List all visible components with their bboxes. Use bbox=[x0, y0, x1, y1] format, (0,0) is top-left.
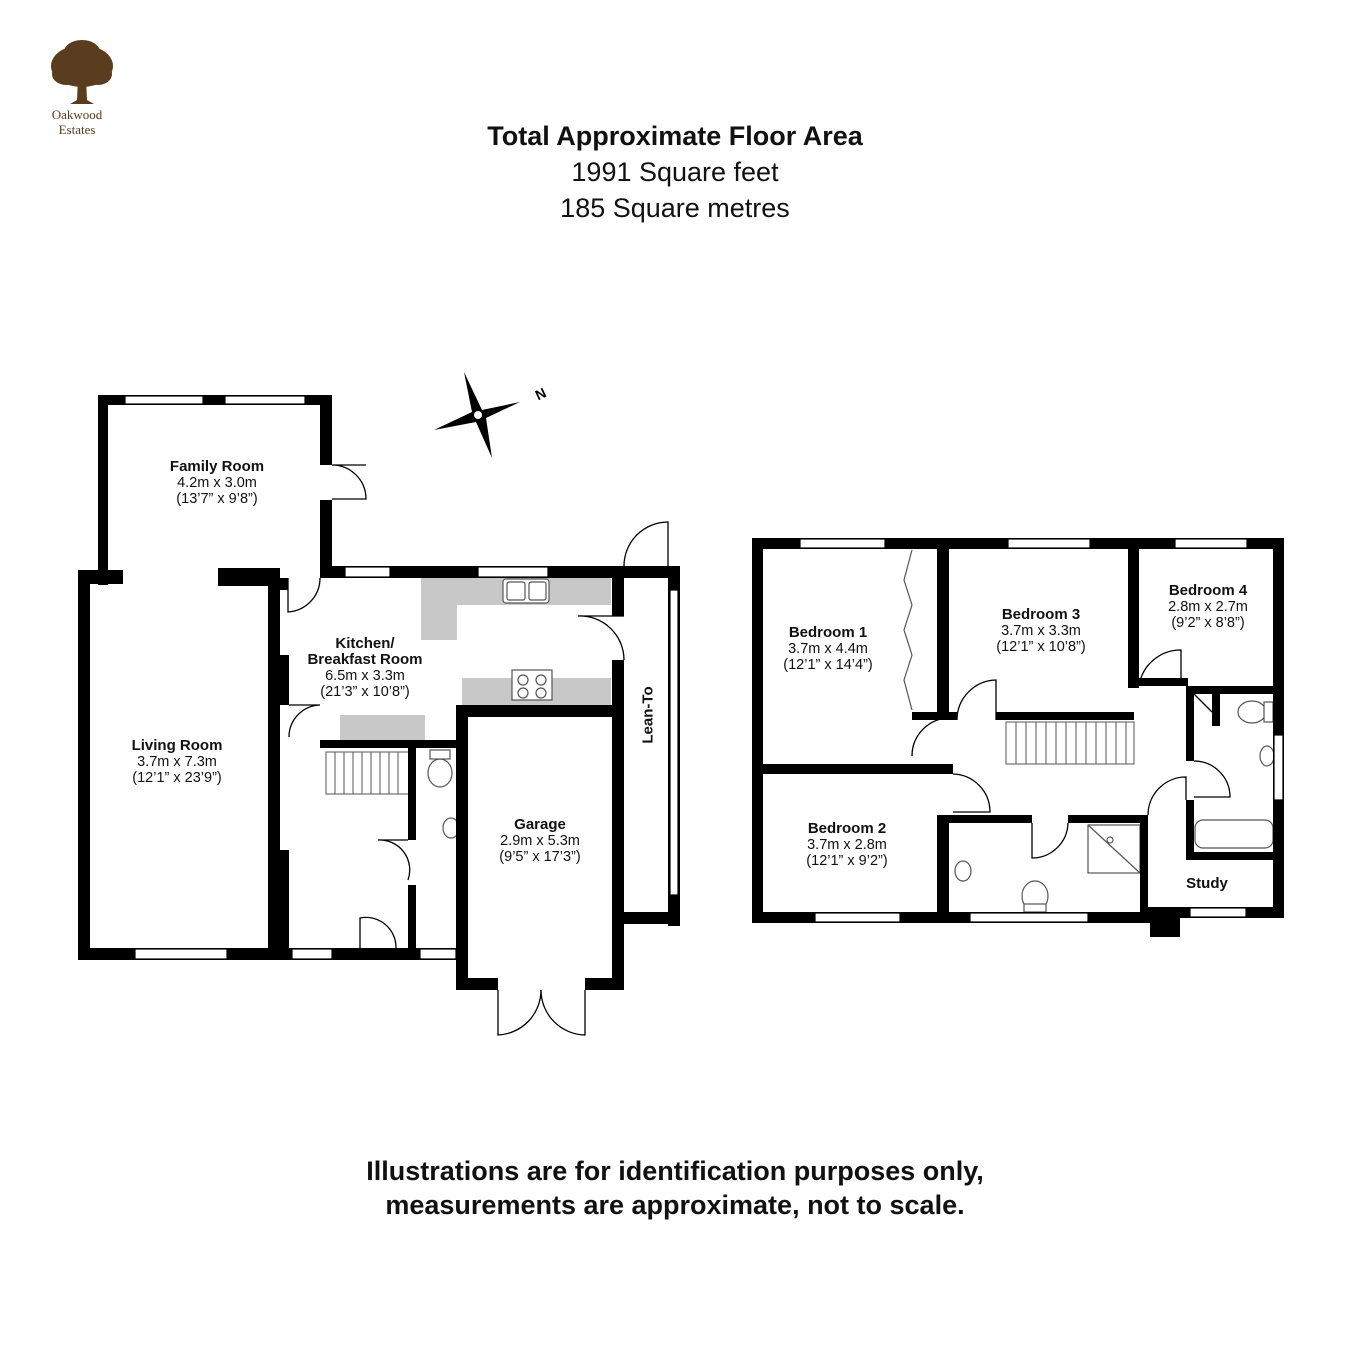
disclaimer-line1: Illustrations are for identification pur… bbox=[366, 1156, 984, 1186]
first-doors bbox=[911, 649, 1231, 859]
room-imperial: (12’1” x 10’8”) bbox=[996, 639, 1086, 655]
room-imperial: (9’2” x 8’8”) bbox=[1171, 615, 1245, 631]
room-name: Living Room bbox=[131, 737, 223, 754]
page-title: Total Approximate Floor Area bbox=[487, 121, 863, 151]
room-label-family-room: Family Room 4.2m x 3.0m (13’7” x 9’8”) bbox=[169, 458, 265, 508]
disclaimer-line2: measurements are approximate, not to sca… bbox=[385, 1190, 965, 1220]
room-metric: 4.2m x 3.0m bbox=[177, 475, 257, 491]
room-metric: 2.9m x 5.3m bbox=[500, 833, 580, 849]
wardrobe-doors bbox=[903, 549, 913, 711]
ground-floor-plan bbox=[78, 395, 680, 1036]
room-name: Bedroom 2 bbox=[807, 820, 887, 837]
floor-area-header: Total Approximate Floor Area 1991 Square… bbox=[0, 118, 1350, 226]
room-label-lean-to: Lean-To bbox=[639, 686, 657, 744]
ground-stairs bbox=[325, 751, 413, 795]
room-metric: 3.7m x 4.4m bbox=[788, 641, 868, 657]
room-label-study: Study bbox=[1186, 875, 1228, 892]
room-imperial: (21’3” x 10’8”) bbox=[320, 684, 410, 700]
room-name: Bedroom 4 bbox=[1168, 582, 1248, 599]
room-imperial: (13’7” x 9’8”) bbox=[176, 491, 258, 507]
first-stairs bbox=[1005, 721, 1135, 765]
room-name-line1: Kitchen/ bbox=[335, 635, 395, 652]
room-name: Family Room bbox=[169, 458, 265, 475]
logo-text: Oakwood Estates bbox=[34, 107, 120, 137]
room-label-living-room: Living Room 3.7m x 7.3m (12’1” x 23’9”) bbox=[131, 737, 223, 787]
first-windows bbox=[799, 538, 1284, 923]
ground-windows bbox=[124, 395, 679, 960]
kitchen-sink-icon bbox=[502, 578, 550, 604]
room-metric: 3.7m x 3.3m bbox=[1001, 623, 1081, 639]
room-label-bedroom-3: Bedroom 3 3.7m x 3.3m (12’1” x 10’8”) bbox=[996, 606, 1086, 656]
ground-doors bbox=[287, 464, 669, 1036]
room-label-bedroom-4: Bedroom 4 2.8m x 2.7m (9’2” x 8’8”) bbox=[1168, 582, 1248, 632]
room-label-bedroom-1: Bedroom 1 3.7m x 4.4m (12’1” x 14’4”) bbox=[783, 624, 873, 674]
area-square-feet: 1991 Square feet bbox=[571, 157, 779, 187]
room-label-garage: Garage 2.9m x 5.3m (9’5” x 17’3”) bbox=[499, 816, 581, 866]
hob-icon bbox=[511, 669, 553, 701]
compass-star-icon: N bbox=[434, 372, 549, 458]
room-imperial: (9’5” x 17’3”) bbox=[499, 849, 581, 865]
room-metric: 2.8m x 2.7m bbox=[1168, 599, 1248, 615]
room-name: Bedroom 3 bbox=[1001, 606, 1081, 623]
first-bathroom-fixtures bbox=[954, 700, 1275, 913]
room-metric: 3.7m x 2.8m bbox=[807, 837, 887, 853]
logo-name-line1: Oakwood bbox=[51, 107, 103, 122]
shower-icon bbox=[1087, 824, 1141, 874]
room-imperial: (12’1” x 14’4”) bbox=[783, 657, 873, 673]
ground-toilet-icon bbox=[427, 749, 460, 839]
room-imperial: (12’1” x 23’9”) bbox=[132, 770, 222, 786]
logo-name-line2: Estates bbox=[58, 122, 96, 137]
disclaimer: Illustrations are for identification pur… bbox=[0, 1154, 1350, 1222]
room-label-kitchen: Kitchen/ Breakfast Room 6.5m x 3.3m (21’… bbox=[307, 635, 423, 701]
room-name-line2: Breakfast Room bbox=[307, 651, 423, 668]
oak-tree-icon bbox=[51, 40, 113, 104]
room-metric: 3.7m x 7.3m bbox=[137, 754, 217, 770]
area-square-metres: 185 Square metres bbox=[560, 193, 790, 223]
room-name: Bedroom 1 bbox=[788, 624, 868, 641]
room-label-bedroom-2: Bedroom 2 3.7m x 2.8m (12’1” x 9’2”) bbox=[806, 820, 888, 870]
room-name: Garage bbox=[514, 816, 566, 833]
room-imperial: (12’1” x 9’2”) bbox=[806, 853, 888, 869]
first-floor-plan bbox=[752, 538, 1284, 937]
room-metric: 6.5m x 3.3m bbox=[325, 668, 405, 684]
compass-north-label: N bbox=[533, 384, 549, 403]
